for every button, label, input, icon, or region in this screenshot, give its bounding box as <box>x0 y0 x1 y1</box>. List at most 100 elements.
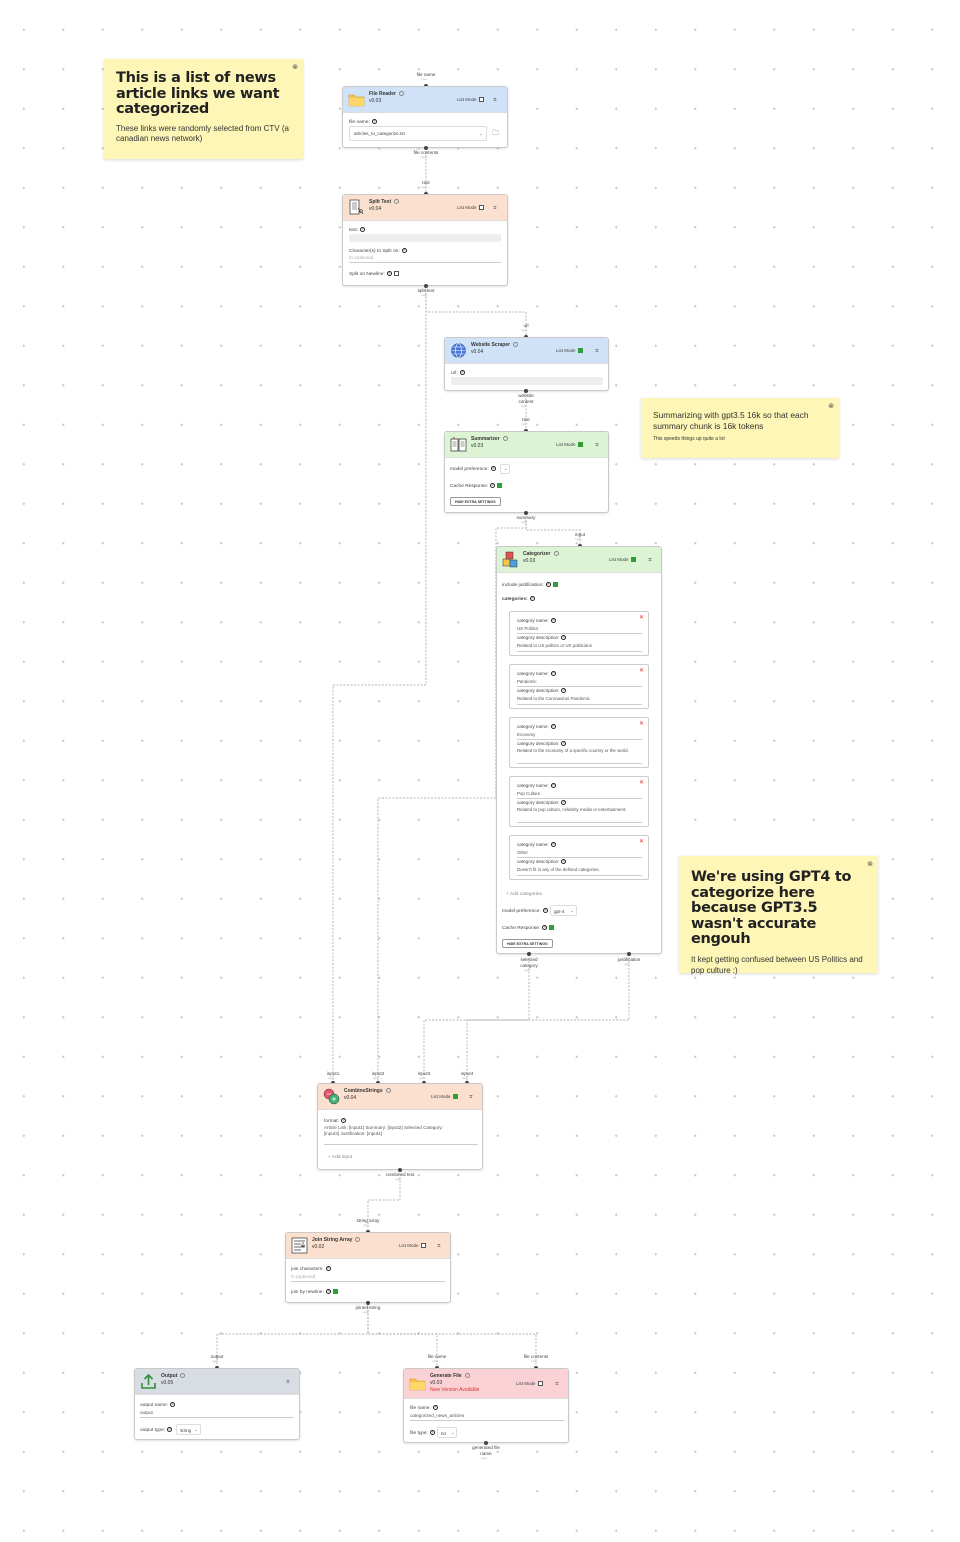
category-card[interactable]: ✕ category name:? Other category descrip… <box>509 835 649 880</box>
remove-icon[interactable]: ✕ <box>638 780 644 786</box>
help-icon: ? <box>432 1405 438 1410</box>
model-select[interactable]: gpt-4⌄ <box>550 905 577 916</box>
file-name-input[interactable]: categorized_news_articles <box>410 1413 465 1418</box>
sticky-note-summarize[interactable]: ⊗ Summarizing with gpt3.5 16k so that ea… <box>641 398 839 458</box>
cache-checkbox[interactable] <box>497 483 503 488</box>
output-handle[interactable] <box>527 952 531 956</box>
output-name-input[interactable]: output <box>140 1410 153 1415</box>
category-name[interactable]: Economy <box>517 732 536 737</box>
collapse-icon[interactable]: ⌅ <box>492 96 498 103</box>
join-input-underline <box>291 1281 445 1282</box>
wire-join-to-filecontents <box>367 1303 537 1368</box>
help-icon: ? <box>542 925 548 930</box>
justification-checkbox[interactable] <box>552 582 558 587</box>
category-card[interactable]: ✕ category name:? Economy category descr… <box>509 717 649 768</box>
join-newline-checkbox[interactable] <box>332 1289 338 1294</box>
output-handle[interactable] <box>424 284 428 288</box>
list-mode-checkbox <box>452 1094 458 1100</box>
format-input[interactable]: Article Link: [input1] Summary: [input2]… <box>324 1125 443 1136</box>
list-mode-toggle[interactable]: List Mode <box>399 1243 426 1249</box>
sticky-note-gpt4[interactable]: ⊗ We're using GPT4 to categorize here be… <box>679 856 878 975</box>
chevron-down-icon: ⌄ <box>504 466 508 471</box>
remove-icon[interactable]: ✕ <box>638 668 644 674</box>
output-handle[interactable] <box>484 1441 488 1445</box>
help-icon: ? <box>490 483 496 488</box>
list-mode-toggle[interactable]: List Mode <box>516 1381 543 1387</box>
close-icon[interactable]: ⊗ <box>292 64 298 71</box>
model-select[interactable]: ⌄ <box>500 464 510 474</box>
add-input-button[interactable]: + Add input <box>328 1155 353 1160</box>
output-handle[interactable] <box>398 1168 402 1172</box>
node-website-scraper[interactable]: Website Scraper v0.04 List Mode ⌅ url:? <box>444 337 609 391</box>
collapse-icon[interactable]: ⌅ <box>647 556 653 563</box>
new-version-notice[interactable]: New Version Available <box>430 1387 480 1393</box>
node-join-string-array[interactable]: Join String Array v0.02 List Mode ⌅ join… <box>285 1232 451 1303</box>
remove-icon[interactable]: ✕ <box>638 615 644 621</box>
wire-category-to-combine <box>423 954 530 1082</box>
category-description[interactable]: Doesn't fit in any of the defined catego… <box>517 867 600 872</box>
category-description[interactable]: Related to pop culture, celebrity media … <box>517 807 627 812</box>
close-icon[interactable]: ⊗ <box>828 403 834 410</box>
node-categorizer[interactable]: Categorizer v0.03 List Mode ⌅ include ju… <box>496 546 662 954</box>
collapse-icon[interactable]: ⌅ <box>468 1093 474 1100</box>
category-name[interactable]: Pop Culture <box>517 791 541 796</box>
list-mode-toggle[interactable]: List Mode <box>556 442 583 448</box>
node-summarizer[interactable]: Summarizer v0.03 List Mode ⌅ model prefe… <box>444 431 609 513</box>
help-icon: ? <box>371 119 377 124</box>
help-icon <box>385 1088 391 1094</box>
category-name[interactable]: Pandemic <box>517 679 537 684</box>
collapse-icon[interactable]: ⌅ <box>594 347 600 354</box>
output-handle[interactable] <box>627 952 631 956</box>
node-generate-file[interactable]: Generate File v0.03 New Version Availabl… <box>403 1368 569 1443</box>
category-card[interactable]: ✕ category name:? Pandemic category desc… <box>509 664 649 709</box>
output-type-select[interactable]: string⌄ <box>176 1424 201 1435</box>
collapse-icon[interactable]: ⌅ <box>436 1242 442 1249</box>
upload-icon <box>141 1373 156 1389</box>
collapse-icon[interactable]: ⌅ <box>594 441 600 448</box>
remove-icon[interactable]: ✕ <box>638 839 644 845</box>
collapse-icon[interactable]: ⌅ <box>492 204 498 211</box>
split-newline-checkbox[interactable] <box>393 271 399 276</box>
collapse-icon[interactable]: ⌅ <box>285 1378 291 1385</box>
remove-icon[interactable]: ✕ <box>638 721 644 727</box>
node-version: v0.03 <box>471 443 484 449</box>
output-handle[interactable] <box>524 389 528 393</box>
open-folder-icon[interactable]: 🗀 <box>492 130 499 137</box>
output-handle[interactable] <box>366 1301 370 1305</box>
sticky-note-links[interactable]: ⊗ This is a list of news article links w… <box>104 59 303 159</box>
list-mode-checkbox <box>420 1243 426 1249</box>
output-handle[interactable] <box>524 511 528 515</box>
category-description[interactable]: Related to the Coronavirus Pandemic <box>517 696 590 701</box>
category-description[interactable]: Related to the economy of a specific cou… <box>517 748 629 753</box>
hide-extra-settings-button[interactable]: HIDE EXTRA SETTINGS <box>450 497 501 506</box>
list-mode-toggle[interactable]: List Mode <box>431 1094 458 1100</box>
list-mode-toggle[interactable]: List Mode <box>556 348 583 354</box>
category-description[interactable]: Related to US politics or US politicians <box>517 643 592 648</box>
node-combine-strings[interactable]: CombineStrings v0.04 List Mode ⌅ format:… <box>317 1083 483 1170</box>
close-icon[interactable]: ⊗ <box>867 861 873 868</box>
collapse-icon[interactable]: ⌅ <box>554 1380 560 1387</box>
list-mode-toggle[interactable]: List Mode <box>457 205 484 211</box>
join-characters-input[interactable]: \n (optional) <box>291 1274 316 1279</box>
category-name[interactable]: US Politics <box>517 626 539 631</box>
list-mode-toggle[interactable]: List Mode <box>609 557 636 563</box>
node-output[interactable]: Output v0.05 ⌅ output name:? output outp… <box>134 1368 300 1440</box>
output-handle[interactable] <box>424 146 428 150</box>
list-mode-toggle[interactable]: List Mode <box>457 97 484 103</box>
help-icon: ? <box>550 671 556 677</box>
chars-input[interactable]: \n (optional) <box>349 255 374 260</box>
category-name[interactable]: Other <box>517 850 528 855</box>
add-categories-button[interactable]: + Add categories <box>506 892 542 897</box>
category-card[interactable]: ✕ category name:? Pop Culture category d… <box>509 776 649 827</box>
node-split-text[interactable]: Split Text v0.04 List Mode ⌅ text:? Char… <box>342 194 508 286</box>
cache-checkbox[interactable] <box>549 925 555 930</box>
node-file-reader[interactable]: File Reader v0.03 List Mode ⌅ file name:… <box>342 86 508 148</box>
category-card[interactable]: ✕ category name:? US Politics category d… <box>509 611 649 656</box>
file-type-select[interactable]: txt⌄ <box>437 1427 457 1438</box>
file-name-select[interactable] <box>349 126 487 141</box>
hide-extra-settings-button[interactable]: HIDE EXTRA SETTINGS <box>502 939 553 948</box>
